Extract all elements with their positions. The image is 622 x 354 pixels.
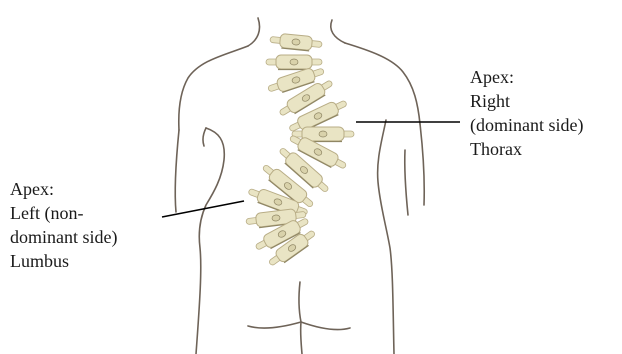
vertebra xyxy=(266,55,322,70)
vertebra xyxy=(269,32,322,52)
right-apex-line-3: (dominant side) xyxy=(470,113,583,137)
vertebra-spinous-process xyxy=(292,39,301,46)
left-apex-line-2: Left (non- xyxy=(10,201,117,225)
vertebra-spinous-process xyxy=(272,215,281,222)
right-apex-label: Apex: Right (dominant side) Thorax xyxy=(470,65,583,161)
neck-left-contour xyxy=(248,18,260,46)
right-apex-line-4: Thorax xyxy=(470,137,583,161)
right-arm-inner-contour xyxy=(405,150,408,215)
vertebra-spinous-process xyxy=(319,131,327,137)
neck-right-contour xyxy=(331,20,345,43)
left-arm-contour xyxy=(175,130,179,212)
left-armpit-contour xyxy=(203,128,206,146)
left-apex-line-1: Apex: xyxy=(10,177,117,201)
lower-cleft-contour xyxy=(301,322,302,354)
vertebra-spinous-process xyxy=(290,59,298,65)
left-apex-line-4: Lumbus xyxy=(10,249,117,273)
right-buttock-contour xyxy=(301,322,350,330)
right-shoulder-contour xyxy=(345,43,420,124)
gluteal-cleft-contour xyxy=(299,282,301,322)
right-arm-contour xyxy=(420,124,424,205)
left-buttock-contour xyxy=(248,322,301,328)
left-apex-line-3: dominant side) xyxy=(10,225,117,249)
right-apex-line-1: Apex: xyxy=(470,65,583,89)
right-apex-line-2: Right xyxy=(470,89,583,113)
left-apex-label: Apex: Left (non- dominant side) Lumbus xyxy=(10,177,117,273)
scoliosis-spine-icon xyxy=(245,32,354,269)
left-shoulder-contour xyxy=(179,46,248,130)
right-flank-contour xyxy=(378,120,394,354)
left-flank-contour xyxy=(196,128,224,354)
